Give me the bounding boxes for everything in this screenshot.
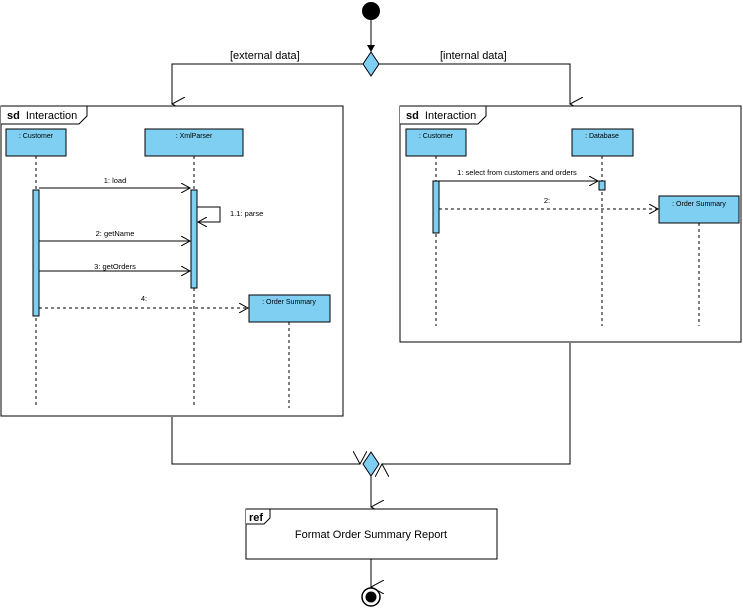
right-summary-label: : Order Summary bbox=[672, 201, 726, 208]
left-summary-label: : Order Summary bbox=[262, 299, 316, 306]
decision-node bbox=[362, 51, 380, 77]
left-parser-activation bbox=[190, 189, 198, 289]
right-merge-flow bbox=[382, 343, 571, 464]
right-database-activation bbox=[598, 180, 606, 191]
left-message-load-label: 1: load bbox=[104, 176, 127, 185]
left-message-parse bbox=[197, 206, 221, 222]
left-customer-activation bbox=[32, 189, 40, 317]
right-summary-lifeline-head bbox=[658, 195, 740, 224]
left-parser-lifeline-head bbox=[144, 128, 244, 157]
left-customer-label: : Customer bbox=[19, 133, 54, 140]
right-customer-label: : Customer bbox=[419, 133, 454, 140]
ref-interaction-use: ref Format Order Summary Report bbox=[245, 508, 498, 560]
right-customer-lifeline-head bbox=[405, 128, 467, 157]
left-frame-title: sd Interaction bbox=[7, 110, 77, 122]
external-data-guard: [external data] bbox=[230, 50, 300, 62]
external-data-flow bbox=[172, 63, 363, 104]
left-message-getorders-label: 3: getOrders bbox=[94, 262, 136, 271]
internal-data-guard: [internal data] bbox=[440, 50, 507, 62]
left-parser-label: : XmlParser bbox=[176, 133, 213, 140]
final-node-inner bbox=[365, 591, 377, 603]
right-frame-title: sd Interaction bbox=[406, 110, 476, 122]
initial-node bbox=[362, 2, 380, 20]
left-frame-name: Interaction bbox=[26, 110, 77, 122]
right-customer-activation bbox=[432, 180, 440, 234]
right-message-select-label: 1: select from customers and orders bbox=[457, 168, 577, 177]
internal-data-flow bbox=[379, 63, 570, 104]
left-frame-keyword: sd bbox=[7, 110, 20, 122]
right-message-create-summary-label: 2: bbox=[544, 196, 550, 205]
left-merge-flow bbox=[171, 417, 360, 464]
right-frame-keyword: sd bbox=[406, 110, 419, 122]
left-interaction-frame: sd Interaction : Customer : XmlParser : … bbox=[0, 105, 344, 417]
right-database-label: : Database bbox=[585, 133, 619, 140]
merge-node bbox=[362, 451, 380, 477]
left-message-getname-label: 2: getName bbox=[96, 229, 135, 238]
ref-title: Format Order Summary Report bbox=[295, 529, 447, 541]
ref-keyword: ref bbox=[249, 512, 263, 524]
left-message-parse-label: 1.1: parse bbox=[230, 209, 263, 218]
right-interaction-frame: sd Interaction : Customer : Database : O… bbox=[399, 105, 742, 343]
left-customer-lifeline-head bbox=[5, 128, 67, 157]
right-frame-name: Interaction bbox=[425, 110, 476, 122]
left-message-create-summary-label: 4: bbox=[141, 294, 147, 303]
